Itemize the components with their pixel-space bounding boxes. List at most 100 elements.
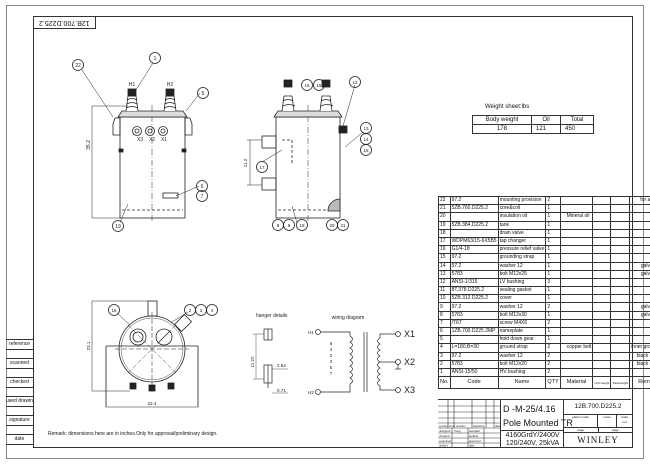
bom-cell-total-weight <box>610 277 631 288</box>
bom-header-no: No. <box>438 376 451 390</box>
bom-cell-total-weight <box>610 351 631 361</box>
terminal-x2 <box>395 359 401 365</box>
bom-cell-material <box>559 195 594 206</box>
bom-cell-qty: 2 <box>545 367 561 378</box>
side-label-date: date <box>6 435 33 445</box>
bom-cell-name: bolt M12x30 <box>497 310 547 320</box>
bom-cell-remark: black coated <box>629 351 650 361</box>
bom-cell-remark <box>629 367 650 378</box>
balloon-19: 19 <box>115 224 121 230</box>
bom-cell-no: 14 <box>438 261 451 271</box>
bom-cell-code: 97.2 <box>449 351 499 361</box>
bom-cell-remark <box>629 286 650 296</box>
bom-cell-material <box>559 261 594 271</box>
svg-text:approved: approved <box>469 439 481 443</box>
bom-cell-total-weight <box>610 302 631 312</box>
svg-text:examined: examined <box>439 439 452 443</box>
tap-label: 6 <box>330 341 333 346</box>
bom-cell-unit-weight <box>592 228 612 238</box>
svg-text:checked: checked <box>439 434 450 438</box>
svg-text:standard: standard <box>469 429 480 433</box>
balloon-13: 13 <box>363 126 369 131</box>
bom-cell-material <box>559 253 594 263</box>
bom-cell-qty: 2 <box>545 318 561 329</box>
dim-top-height: 23.1 <box>86 341 91 350</box>
bom-cell-qty: 2 <box>545 343 561 353</box>
bom-cell-code: 97.2 <box>449 195 499 206</box>
bom-cell-unit-weight <box>592 204 612 214</box>
bom-cell-unit-weight <box>592 236 612 247</box>
bom-header-material: Material <box>559 376 594 390</box>
wiring-h2: H2 <box>308 390 314 395</box>
mass-label: mass <box>598 415 617 427</box>
bom-cell-material <box>559 294 594 304</box>
bom-cell-code <box>449 335 499 345</box>
bom-cell-remark: black coated <box>629 359 650 369</box>
bom-cell-code: 97.2 <box>449 302 499 312</box>
bom-cell-unit-weight <box>592 269 612 279</box>
bom-cell-qty: 2 <box>545 351 561 361</box>
bom-cell-unit-weight <box>592 277 612 288</box>
side-label-scanned: scanned <box>6 359 33 369</box>
bom-cell-name: cover <box>497 294 547 304</box>
bom-cell-code: ANSI-1/315 <box>449 277 499 288</box>
svg-text:date: date <box>469 444 475 448</box>
bom-cell-qty: 1 <box>545 294 561 304</box>
bom-cell-qty: 1 <box>545 253 561 263</box>
bom-cell-no: 20 <box>438 212 451 222</box>
bom-cell-qty: 1 <box>545 204 561 214</box>
bom-cell-remark: inner grounded <box>629 343 650 353</box>
bom-cell-remark: galvanized <box>629 269 650 279</box>
bom-cell-total-weight <box>610 269 631 279</box>
bom-cell-no: 13 <box>438 269 451 279</box>
bom-cell-no: 1 <box>438 367 451 378</box>
dim-top-width: 22.4 <box>148 401 157 406</box>
bom-cell-material <box>559 326 594 337</box>
revision-grid: symbol zone revision signature date desi… <box>438 400 501 448</box>
balloon-16-top: 16 <box>111 308 117 313</box>
bom-cell-name: hold down gear <box>497 335 547 345</box>
bom-cell-remark: galvanized <box>629 302 650 312</box>
balloon-21: 21 <box>340 223 346 228</box>
bom-cell-code: 97.2 <box>449 253 499 263</box>
bom-cell-total-weight <box>610 228 631 238</box>
bom-cell-no: 17 <box>438 236 451 247</box>
bom-cell-material <box>559 269 594 279</box>
tap-label: 2 <box>330 353 333 358</box>
svg-text:Kong: Kong <box>454 429 461 433</box>
bom-cell-name: bolt M12x25 <box>497 269 547 279</box>
bom-cell-name: grounding strap <box>497 253 547 263</box>
bom-cell-unit-weight <box>592 335 612 345</box>
bom-cell-no: 16 <box>438 245 451 255</box>
bom-cell-total-weight <box>610 326 631 337</box>
terminal-h1 <box>315 329 321 335</box>
balloon-7: 7 <box>201 194 204 200</box>
side-label-column: reference scanned checked used drawing s… <box>6 335 34 445</box>
weight-header-body: Body weight <box>472 115 532 125</box>
bom-cell-no: 6 <box>438 326 451 337</box>
terminal-x1 <box>395 331 401 337</box>
dim-hanger-2-52: 2.52 <box>277 363 286 368</box>
bom-cell-qty: 1 <box>545 236 561 247</box>
bom-cell-unit-weight <box>592 310 612 320</box>
bom-header-unit-weight: Unit weight <box>592 376 612 390</box>
weight-value-body: 178 <box>472 124 532 134</box>
bom-cell-material <box>559 359 594 369</box>
dim-hanger-0-71: 0.71 <box>277 388 286 393</box>
title-block: symbol zone revision signature date desi… <box>438 399 632 448</box>
bom-cell-total-weight <box>610 261 631 271</box>
balloon-22: 22 <box>75 63 81 69</box>
bom-cell-name: sealing gasket <box>497 286 547 296</box>
bom-cell-total-weight <box>610 286 631 296</box>
